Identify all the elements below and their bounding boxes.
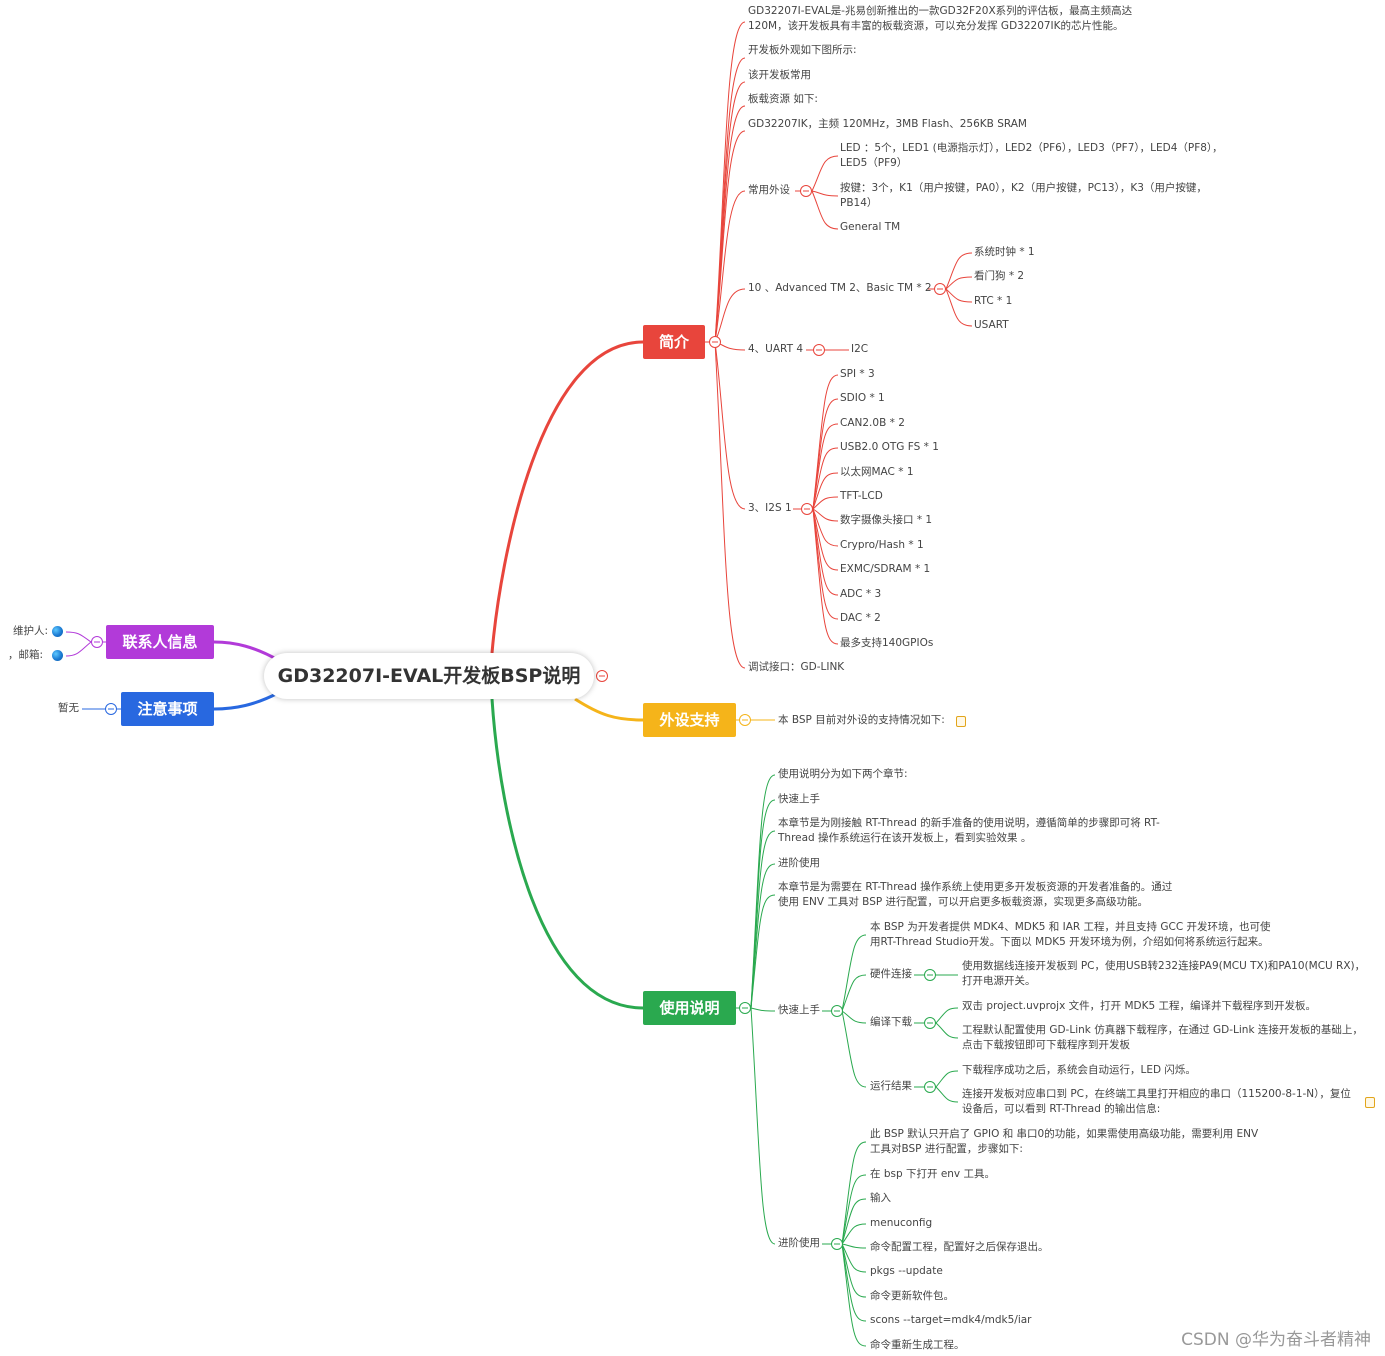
advanced-desc-line1: 此 BSP 默认只开启了 GPIO 和 串口0的功能，如果需使用高级功能，需要利… [870,1128,1259,1140]
advanced-step: scons --target=mdk4/mdk5/iar [870,1314,1032,1326]
advanced-step: 在 bsp 下打开 env 工具。 [870,1168,995,1180]
usage-desc1-line1: 本章节是为刚接触 RT-Thread 的新手准备的使用说明，遵循简单的步骤即可将… [778,817,1160,829]
i2s-item: 数字摄像头接口 * 1 [840,514,933,526]
key-line1: 按键：3个，K1（用户按键，PA0），K2（用户按键，PC13），K3（用户按键… [840,182,1207,194]
branch-intro[interactable]: 简介 [643,325,705,359]
branch-contact-info[interactable]: 联系人信息 [106,625,214,659]
maintainer-label: 维护人: [13,625,49,637]
timer-item: 系统时钟 * 1 [974,246,1035,258]
build-download-label[interactable]: 编译下载 [870,1016,912,1028]
email-label: ，邮箱: [8,649,44,661]
advanced-usage-label[interactable]: 进阶使用 [778,1237,820,1249]
run-step1: 下载程序成功之后，系统会自动运行，LED 闪烁。 [962,1064,1196,1076]
perip-desc: 本 BSP 目前对外设的支持情况如下: [778,714,945,726]
general-tm: General TM [840,221,901,233]
i2s-label[interactable]: 3、I2S 1 [748,502,792,514]
notes-item: 暂无 [58,702,79,714]
note-icon[interactable] [956,716,966,727]
usage-desc1-line2: Thread 操作系统运行在该开发板上，看到实验效果 。 [778,832,1032,844]
advanced-step: 命令更新软件包。 [870,1290,954,1302]
intro-item: 开发板外观如下图所示: [748,44,857,56]
intro-item: 该开发板常用 [748,69,811,81]
intro-desc-line1: GD32207I-EVAL是-兆易创新推出的一款GD32F20X系列的评估板，最… [748,5,1133,17]
common-peripherals-label[interactable]: 常用外设 [748,184,790,196]
edge-root-contact [213,640,279,662]
uart-label[interactable]: 4、UART 4 [748,343,804,355]
usage-desc2-line1: 本章节是为需要在 RT-Thread 操作系统上使用更多开发板资源的开发者准备的… [778,881,1173,893]
usage-item: 快速上手 [778,793,820,805]
i2s-item: DAC * 2 [840,612,881,624]
build-step1: 双击 project.uvprojx 文件，打开 MDK5 工程，编译并下载程序… [962,1000,1317,1012]
hardware-line1: 使用数据线连接开发板到 PC，使用USB转232连接PA9(MCU TX)和PA… [962,960,1366,972]
led-line2: LED5（PF9） [840,157,908,169]
root-topic[interactable]: GD32207I-EVAL开发板BSP说明 [264,653,594,699]
i2s-item: ADC * 3 [840,588,882,600]
timer-item: RTC * 1 [974,295,1013,307]
i2s-item: 最多支持140GPIOs [840,637,934,649]
watermark: CSDN @华为奋斗者精神 [1181,1330,1371,1350]
build-step2-line2: 点击下载按钮即可下载程序到开发板 [962,1039,1130,1051]
advanced-step: 输入 [870,1192,891,1204]
run-result-label[interactable]: 运行结果 [870,1080,912,1092]
advanced-step: 命令配置工程，配置好之后保存退出。 [870,1241,1049,1253]
intro-item: 板载资源 如下: [748,93,818,105]
uart-item: I2C [851,343,869,355]
timer-group-label[interactable]: 10 、Advanced TM 2、Basic TM * 2 [748,282,932,294]
key-line2: PB14） [840,197,878,209]
browser-link-icon[interactable] [52,626,63,637]
intro-item: GD32207IK，主频 120MHz，3MB Flash、256KB SRAM [748,118,1027,130]
usage-item: 使用说明分为如下两个章节: [778,768,908,780]
usage-item-advanced: 进阶使用 [778,857,820,869]
usage-desc2-line2: 使用 ENV 工具对 BSP 进行配置，可以开启更多板载资源，实现更多高级功能。 [778,896,1149,908]
i2s-item: SPI * 3 [840,368,875,380]
debug-interface: 调试接口：GD-LINK [748,661,845,673]
run-step2-line2: 设备后，可以看到 RT-Thread 的输出信息: [962,1103,1161,1115]
quick-desc-line2: 用RT-Thread Studio开发。下面以 MDK5 开发环境为例，介绍如何… [870,936,1269,948]
hardware-line2: 打开电源开关。 [962,975,1036,987]
branch-notes[interactable]: 注意事项 [121,692,214,726]
intro-desc-line2: 120M，该开发板具有丰富的板载资源，可以充分发挥 GD32207IK的芯片性能… [748,20,1124,32]
i2s-item: SDIO * 1 [840,392,885,404]
timer-item: USART [974,319,1009,331]
root-collapse-toggle[interactable] [596,670,608,682]
advanced-step: menuconfig [870,1217,933,1229]
i2s-item: 以太网MAC * 1 [840,466,914,478]
i2s-item: USB2.0 OTG FS * 1 [840,441,939,453]
branch-peripheral-support[interactable]: 外设支持 [643,703,736,737]
hardware-connection-label[interactable]: 硬件连接 [870,968,912,980]
branch-usage[interactable]: 使用说明 [643,991,736,1025]
edge-root-intro [490,340,644,654]
note-icon[interactable] [1365,1097,1375,1108]
advanced-desc-line2: 工具对BSP 进行配置，步骤如下: [870,1143,1023,1155]
edge-root-perip [574,697,644,722]
i2s-item: Crypro/Hash * 1 [840,539,924,551]
i2s-item: EXMC/SDRAM * 1 [840,563,931,575]
run-step2-line1: 连接开发板对应串口到 PC，在终端工具里打开相应的串口（115200-8-1-N… [962,1088,1351,1100]
build-step2-line1: 工程默认配置使用 GD-Link 仿真器下载程序，在通过 GD-Link 连接开… [962,1024,1363,1036]
i2s-item: TFT-LCD [840,490,883,502]
advanced-step: pkgs --update [870,1265,943,1277]
advanced-step: 命令重新生成工程。 [870,1339,965,1351]
browser-link-icon[interactable] [52,650,63,661]
i2s-item: CAN2.0B * 2 [840,417,905,429]
led-line1: LED ：5个，LED1 (电源指示灯），LED2（PF6），LED3（PF7）… [840,142,1223,154]
timer-item: 看门狗 * 2 [974,270,1025,282]
edge-root-usage [490,698,644,1010]
quick-start-label[interactable]: 快速上手 [778,1004,820,1016]
edge-root-notes [213,691,279,711]
quick-desc-line1: 本 BSP 为开发者提供 MDK4、MDK5 和 IAR 工程，并且支持 GCC… [870,921,1271,933]
